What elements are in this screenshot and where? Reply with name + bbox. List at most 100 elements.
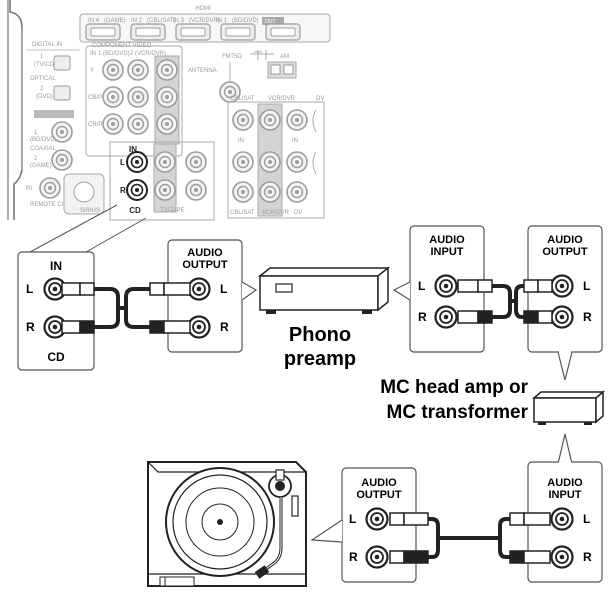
tv-tape-label: TV/TAPE bbox=[160, 208, 185, 214]
component-in2-label: 2 (VCR/DVR) bbox=[130, 51, 166, 57]
preamp-out-title1: AUDIO bbox=[187, 247, 223, 259]
av-jack bbox=[286, 109, 308, 131]
comp-jack bbox=[127, 59, 149, 81]
am-label: AM bbox=[280, 54, 289, 60]
dv-label: DV bbox=[294, 210, 302, 216]
mc-label-1: MC head amp or bbox=[380, 377, 528, 398]
av-jack bbox=[286, 151, 308, 173]
dv-label: DV bbox=[316, 96, 324, 102]
tape-out-jack bbox=[154, 179, 176, 201]
hdmi-in3-label: IN 3 bbox=[173, 18, 185, 24]
headamp-out-left-label: L bbox=[583, 279, 590, 293]
preamp-out-title2: OUTPUT bbox=[182, 259, 228, 271]
hdmi-out-label: OUT bbox=[265, 19, 276, 25]
av-jack bbox=[232, 109, 254, 131]
cartridge bbox=[254, 565, 270, 579]
cd-right-label: R bbox=[26, 320, 35, 334]
hdmi-in2-port bbox=[130, 23, 166, 41]
headamp-out-right-jack bbox=[550, 305, 574, 329]
headamp-in-title2: INPUT bbox=[549, 489, 582, 501]
remote-control-jack bbox=[39, 177, 61, 199]
panel-cd-l-label: L bbox=[120, 158, 125, 167]
headamp-in-right-jack bbox=[550, 545, 574, 569]
optical-2-sub: (DVD) bbox=[36, 94, 53, 100]
turntable-out-right-jack bbox=[365, 545, 389, 569]
panel-cd-in-label: IN bbox=[129, 145, 137, 154]
coaxial-1-sub: (BD/DVD) bbox=[30, 137, 57, 143]
comp-jack bbox=[102, 59, 124, 81]
comp-jack bbox=[127, 86, 149, 108]
comp-jack bbox=[102, 113, 124, 135]
headamp-in-left-label: L bbox=[583, 512, 590, 526]
preamp-out-right-label: R bbox=[220, 320, 229, 334]
hdmi-in1-port bbox=[220, 23, 256, 41]
av-jack bbox=[232, 181, 254, 203]
hdmi-in3-port bbox=[175, 23, 211, 41]
hdmi-in4-port bbox=[85, 23, 121, 41]
hdmi-label: HDMI bbox=[195, 6, 211, 12]
coaxial-2-jack bbox=[51, 149, 73, 171]
ri-label: RI bbox=[26, 186, 32, 192]
cd-left-label: L bbox=[26, 282, 33, 296]
cable-preamp-to-headamp bbox=[457, 279, 553, 324]
preamp-in-left-jack bbox=[434, 274, 458, 298]
coaxial-2-sub: (GAME) bbox=[30, 163, 52, 169]
cd-footer-label: CD bbox=[47, 350, 65, 364]
turntable-device bbox=[147, 461, 307, 587]
turntable-out-title2: OUTPUT bbox=[356, 489, 402, 501]
coaxial-2-label: 2 bbox=[34, 156, 38, 162]
coaxial-1-jack bbox=[51, 121, 73, 143]
callout-line bbox=[29, 204, 118, 253]
digital-in-label: DIGITAL IN bbox=[32, 42, 62, 48]
comp-pr-label: CR/PR bbox=[88, 122, 107, 128]
panel-cd-r-label: R bbox=[120, 186, 126, 195]
comp-jack bbox=[127, 113, 149, 135]
hdmi-in4-sub: (GAME) bbox=[104, 18, 126, 24]
tape-in-jack bbox=[185, 179, 207, 201]
headamp-out-left-jack bbox=[550, 274, 574, 298]
cable-turntable-to-headamp bbox=[389, 512, 551, 564]
turntable-out-title1: AUDIO bbox=[361, 477, 397, 489]
preamp-output-panel: AUDIO OUTPUT L R bbox=[167, 239, 258, 353]
phono-preamp-device bbox=[257, 266, 391, 314]
optical-1-port bbox=[53, 55, 71, 71]
preamp-out-left-jack bbox=[187, 277, 211, 301]
headamp-out-title1: AUDIO bbox=[547, 234, 583, 246]
preamp-out-right-jack bbox=[187, 315, 211, 339]
turntable-out-left-jack bbox=[365, 507, 389, 531]
mc-head-amp-device bbox=[531, 390, 606, 425]
comp-out-jack bbox=[156, 86, 178, 108]
av-jack bbox=[286, 181, 308, 203]
in-label: IN bbox=[238, 138, 244, 144]
sirius-label: SIRIUS bbox=[80, 208, 100, 214]
optical-2-port bbox=[53, 85, 71, 101]
headamp-in-left-jack bbox=[550, 507, 574, 531]
vcr-dvr-label: VCR/DVR bbox=[268, 96, 296, 102]
av-input-bay bbox=[227, 101, 325, 219]
headamp-output-panel: AUDIO OUTPUT L R bbox=[527, 225, 603, 381]
headamp-in-right-label: R bbox=[583, 550, 592, 564]
preamp-in-left-label: L bbox=[418, 279, 425, 293]
av-jack bbox=[259, 181, 281, 203]
remote-control-label: REMOTE CONTROL bbox=[30, 202, 87, 208]
optical-1-label: 1 bbox=[40, 54, 44, 60]
preamp-in-title2: INPUT bbox=[431, 246, 464, 258]
coaxial-label: COAXIAL bbox=[30, 146, 57, 152]
hdmi-out-port bbox=[265, 23, 301, 41]
optical-1-sub: (TV/CD) bbox=[34, 62, 56, 68]
cd-input-panel: IN L R CD bbox=[17, 251, 95, 371]
hdmi-out-badge bbox=[262, 17, 284, 25]
comp-pb-label: CB/PB bbox=[88, 95, 106, 101]
hdmi-in2-sub: (CBL/SAT) bbox=[147, 18, 176, 24]
hdmi-in1-sub: (BD/DVD) bbox=[232, 18, 259, 24]
comp-jack bbox=[102, 86, 124, 108]
mc-label-2: MC transformer bbox=[387, 402, 529, 423]
turntable-out-left-label: L bbox=[349, 512, 356, 526]
coaxial-1-label: 1 bbox=[34, 130, 38, 136]
cd-in-title: IN bbox=[50, 259, 62, 273]
preamp-in-right-jack bbox=[434, 305, 458, 329]
panel-cd-label: CD bbox=[129, 206, 141, 215]
preamp-in-right-label: R bbox=[418, 310, 427, 324]
headamp-in-title1: AUDIO bbox=[547, 477, 583, 489]
